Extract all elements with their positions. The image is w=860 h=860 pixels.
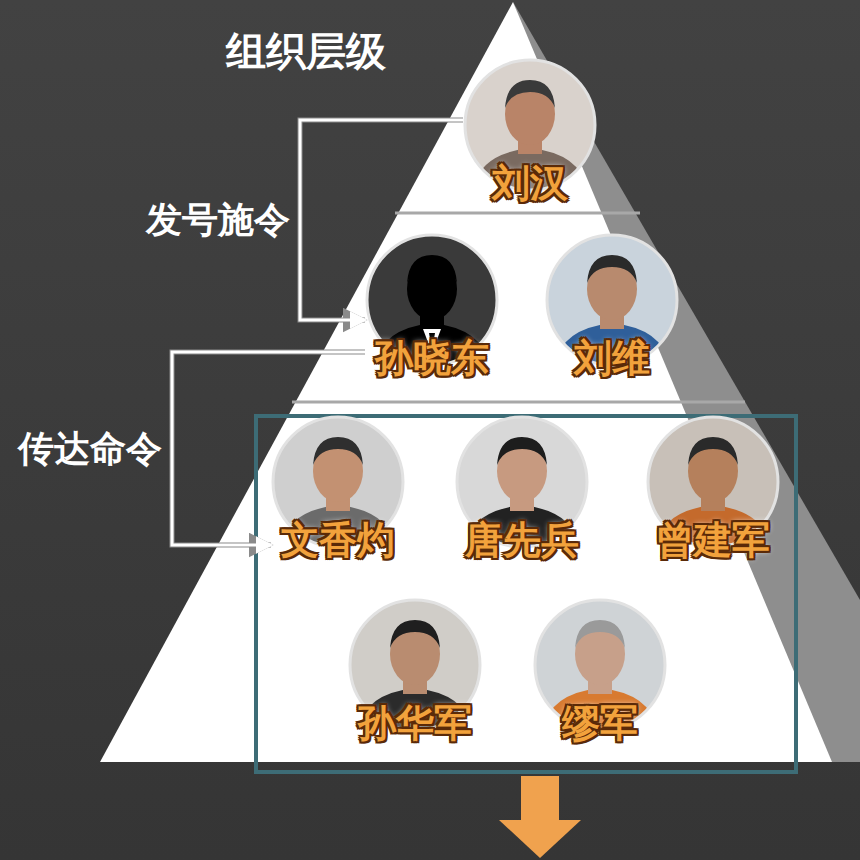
person-node: 刘汉 [463, 58, 597, 206]
tier-divider [292, 401, 745, 404]
diagram-title: 组织层级 [226, 24, 386, 79]
person-node: 刘维 [545, 233, 679, 381]
person-node: 缪军 [533, 598, 667, 746]
person-name: 文香灼 [277, 519, 399, 563]
person-name: 刘维 [570, 337, 654, 381]
person-name: 孙华军 [354, 702, 476, 746]
person-node: 文香灼 [271, 415, 405, 563]
person-name: 孙晓东 [371, 337, 493, 381]
person-name: 缪军 [558, 702, 642, 746]
edge-label: 发号施令 [146, 200, 290, 240]
edge-label: 传达命令 [18, 429, 162, 469]
down-arrow [499, 776, 581, 858]
person-node: 孙晓东 [365, 233, 499, 381]
person-node: 唐先兵 [455, 415, 589, 563]
person-name: 刘汉 [488, 162, 572, 206]
pyramid-body [100, 2, 832, 762]
person-name: 曾建军 [652, 519, 774, 563]
tier-divider [395, 212, 640, 215]
person-node: 曾建军 [646, 415, 780, 563]
person-node: 孙华军 [348, 598, 482, 746]
person-name: 唐先兵 [461, 519, 583, 563]
group-frame [256, 416, 796, 772]
